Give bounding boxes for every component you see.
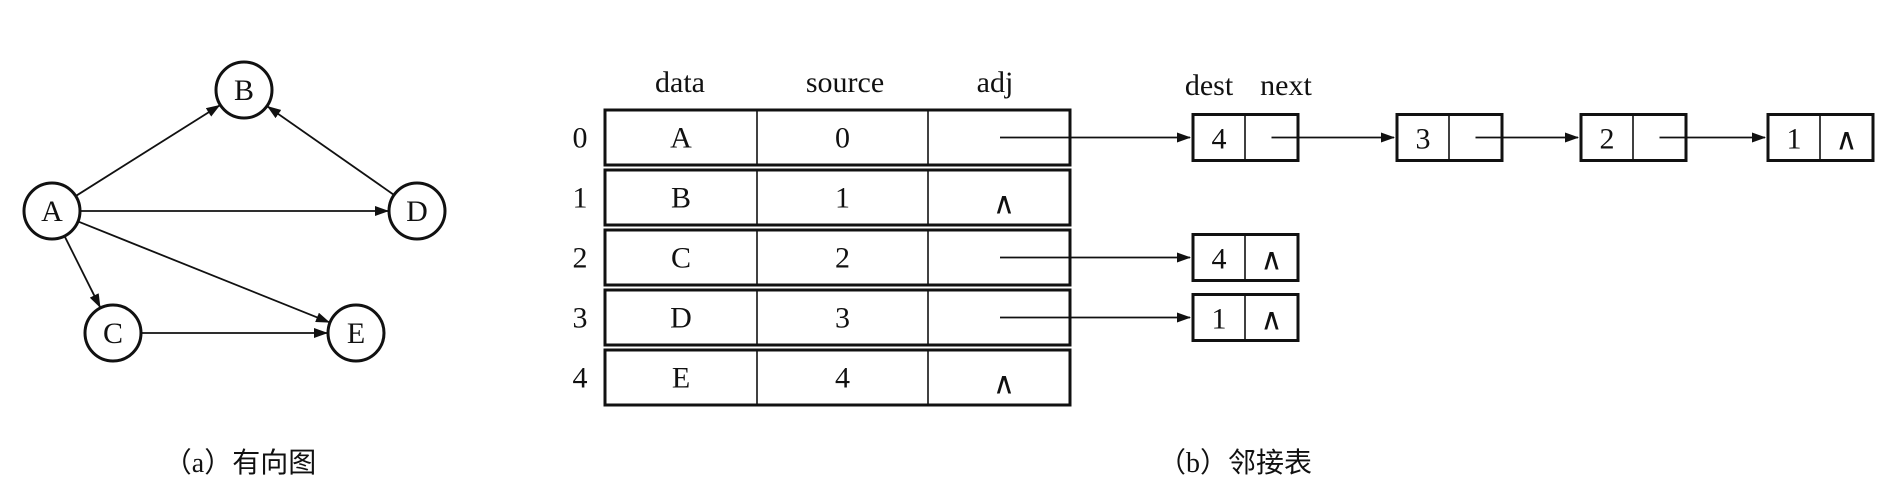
node-circle bbox=[83, 303, 143, 363]
edge-a-to-e bbox=[77, 220, 331, 324]
row-box bbox=[603, 108, 1072, 167]
cell-source: 3 bbox=[835, 302, 850, 335]
row-index: 2 bbox=[573, 242, 588, 275]
cell-data: B bbox=[671, 182, 691, 215]
edge-node: 1∧ bbox=[1766, 113, 1875, 162]
edge-node: 2 bbox=[1579, 113, 1688, 162]
row-index: 1 bbox=[573, 182, 588, 215]
edge-dest: 4 bbox=[1212, 243, 1227, 276]
vertex-row-0: 0 A 0 bbox=[573, 108, 1072, 167]
row-index: 4 bbox=[573, 362, 588, 395]
null-pointer: ∧ bbox=[1836, 124, 1858, 157]
edge-node: 4∧ bbox=[1191, 233, 1300, 282]
graph-nodes: A B C D E bbox=[22, 60, 447, 363]
header-next: next bbox=[1260, 69, 1312, 102]
edge-list-3: 1∧ bbox=[1000, 293, 1300, 342]
table-caption: （b）邻接表 bbox=[1158, 447, 1312, 479]
null-pointer: ∧ bbox=[1261, 244, 1283, 277]
node-circle bbox=[326, 303, 386, 363]
row-index: 3 bbox=[573, 302, 588, 335]
null-pointer: ∧ bbox=[993, 188, 1015, 221]
vertex-row-1: 1 B 1 ∧ bbox=[573, 168, 1072, 227]
header-data: data bbox=[655, 66, 705, 99]
edge-node: 1∧ bbox=[1191, 293, 1300, 342]
vertex-row-2: 2 C 2 bbox=[573, 228, 1072, 287]
node-label: A bbox=[41, 195, 63, 228]
graph-node-d: D bbox=[387, 181, 447, 241]
header-source: source bbox=[806, 66, 884, 99]
header-dest: dest bbox=[1185, 69, 1234, 102]
edge-list-2: 4∧ bbox=[1000, 233, 1300, 282]
cell-data: C bbox=[671, 242, 691, 275]
null-pointer: ∧ bbox=[993, 368, 1015, 401]
cell-source: 1 bbox=[835, 182, 850, 215]
edge-dest: 3 bbox=[1416, 123, 1431, 156]
node-label: E bbox=[347, 317, 365, 350]
edge-dest: 2 bbox=[1600, 123, 1615, 156]
edge-dest: 1 bbox=[1787, 123, 1802, 156]
node-label: D bbox=[406, 195, 428, 228]
node-label: B bbox=[234, 74, 254, 107]
cell-source: 2 bbox=[835, 242, 850, 275]
cell-data: A bbox=[670, 122, 692, 155]
edge-node: 4 bbox=[1191, 113, 1300, 162]
row-box bbox=[603, 228, 1072, 287]
graph-node-a: A bbox=[22, 181, 82, 241]
graph-node-e: E bbox=[326, 303, 386, 363]
vertex-row-4: 4 E 4 ∧ bbox=[573, 348, 1072, 407]
row-box bbox=[603, 348, 1072, 407]
directed-graph: A B C D E bbox=[22, 60, 447, 363]
edge-d-to-b bbox=[266, 105, 395, 196]
cell-data: D bbox=[670, 302, 692, 335]
row-index: 0 bbox=[573, 122, 588, 155]
row-box bbox=[603, 288, 1072, 347]
edge-a-to-b bbox=[75, 104, 221, 197]
cell-data: E bbox=[672, 362, 690, 395]
node-circle bbox=[22, 181, 82, 241]
node-circle bbox=[214, 60, 274, 120]
cell-source: 4 bbox=[835, 362, 850, 395]
node-circle bbox=[387, 181, 447, 241]
graph-caption: （a）有向图 bbox=[164, 447, 316, 479]
graph-edges bbox=[63, 104, 395, 338]
cell-source: 0 bbox=[835, 122, 850, 155]
node-label: C bbox=[103, 317, 123, 350]
edge-a-to-c bbox=[63, 235, 101, 308]
null-pointer: ∧ bbox=[1261, 304, 1283, 337]
edge-dest: 1 bbox=[1212, 303, 1227, 336]
header-adj: adj bbox=[977, 66, 1014, 99]
graph-node-b: B bbox=[214, 60, 274, 120]
table-rows: 0 A 0 1 B 1 ∧ 2 C 2 3 D 3 4 E 4 ∧ bbox=[573, 108, 1072, 407]
row-box bbox=[603, 168, 1072, 227]
edge-dest: 4 bbox=[1212, 123, 1227, 156]
graph-node-c: C bbox=[83, 303, 143, 363]
vertex-row-3: 3 D 3 bbox=[573, 288, 1072, 347]
